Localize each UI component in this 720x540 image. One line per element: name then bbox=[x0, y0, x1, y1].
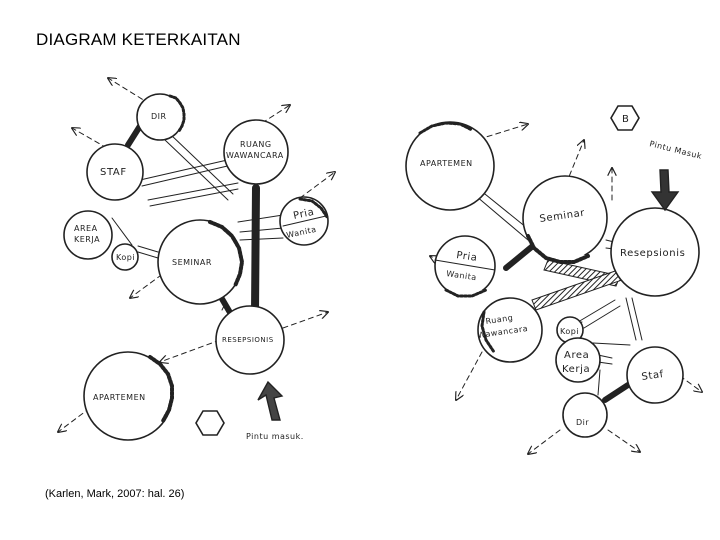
right-heavy-link-pria-seminar bbox=[503, 242, 537, 271]
left-label-wawancara: WAWANCARA bbox=[226, 151, 284, 160]
right-label-resepsionis: Resepsionis bbox=[620, 248, 685, 259]
right-label-b: B bbox=[622, 114, 629, 125]
right-label-pria: Pria bbox=[456, 250, 479, 264]
left-node-area-kerja bbox=[63, 210, 113, 260]
left-label-pria: Pria bbox=[292, 207, 315, 222]
left-label-area: AREA bbox=[74, 224, 98, 233]
right-label-staf: Staf bbox=[641, 369, 665, 383]
right-entry-arrow bbox=[650, 169, 680, 212]
left-label-dir: DIR bbox=[151, 112, 167, 121]
page-title: DIAGRAM KETERKAITAN bbox=[36, 30, 241, 49]
right-node-staf bbox=[626, 346, 684, 404]
right-nodes bbox=[405, 105, 700, 438]
right-label-area: Area bbox=[564, 350, 589, 361]
right-label-ruang: Ruang bbox=[485, 313, 514, 326]
right-label-dir: Dir bbox=[576, 418, 589, 427]
right-node-ruang-wawancara bbox=[477, 297, 543, 363]
right-node-resepsionis bbox=[610, 207, 700, 297]
left-nodes bbox=[63, 93, 329, 441]
left-label-seminar: SEMINAR bbox=[172, 258, 212, 267]
left-label-kerja: KERJA bbox=[74, 235, 100, 244]
left-hexagon bbox=[195, 410, 225, 436]
right-label-pintu-masuk: Pintu Masuk bbox=[649, 139, 703, 161]
right-label-kopi: Kopi bbox=[560, 327, 579, 336]
source-caption: (Karlen, Mark, 2007: hal. 26) bbox=[45, 488, 185, 500]
right-hexagon-b bbox=[610, 105, 640, 131]
left-entry-arrow bbox=[257, 380, 284, 421]
right-node-pria-wanita bbox=[434, 235, 496, 297]
left-label-staf: STAF bbox=[100, 167, 127, 178]
left-label-resepsionis: RESEPSIONIS bbox=[222, 336, 274, 344]
right-label-kerja: Kerja bbox=[562, 364, 590, 375]
right-label-wanita: Wanita bbox=[446, 269, 478, 282]
left-label-pintu-masuk: Pintu masuk. bbox=[246, 432, 304, 441]
left-node-ruang-wawancara bbox=[223, 119, 289, 185]
left-label-apartemen: APARTEMEN bbox=[93, 393, 146, 402]
left-label-ruang: RUANG bbox=[240, 140, 272, 149]
left-node-kopi bbox=[111, 243, 139, 271]
right-node-dir bbox=[562, 392, 608, 438]
left-label-kopi: Kopi bbox=[116, 253, 135, 262]
left-node-resepsionis bbox=[215, 305, 285, 375]
right-node-area-kerja bbox=[555, 337, 601, 383]
left-diagram bbox=[58, 78, 335, 441]
left-labels: DIR STAF RUANG WAWANCARA AREA KERJA Kopi… bbox=[74, 112, 317, 441]
left-heavy-link-wawancara-resepsionis bbox=[251, 184, 260, 316]
right-heavy-link-staf-dir bbox=[602, 382, 631, 403]
left-node-staf bbox=[86, 143, 144, 201]
left-heavy-link-dir-staf bbox=[125, 123, 143, 148]
right-label-apartemen: APARTEMEN bbox=[420, 159, 473, 168]
right-diagram bbox=[405, 105, 702, 454]
